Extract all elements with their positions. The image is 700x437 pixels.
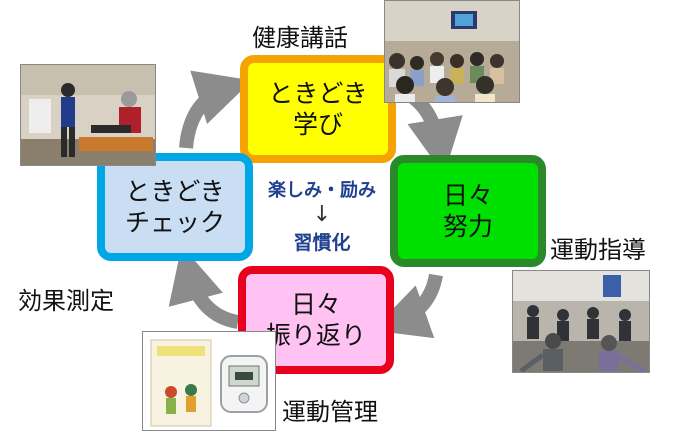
label-effect-measurement: 効果測定 bbox=[18, 281, 114, 316]
arrow-right-to-bottom bbox=[396, 275, 436, 322]
box-check-line2: チェック bbox=[125, 207, 225, 238]
photo-exercise bbox=[512, 270, 650, 373]
box-review-line1: 日々 bbox=[266, 289, 366, 320]
center-arrow: ↓ bbox=[262, 202, 382, 228]
label-exercise-management: 運動管理 bbox=[282, 392, 378, 427]
box-learning-line2: 学び bbox=[268, 109, 367, 140]
center-line1: 楽しみ・励み bbox=[262, 176, 382, 202]
photo-checkup bbox=[20, 64, 156, 166]
box-effort-line1: 日々 bbox=[443, 180, 493, 211]
box-learning-line1: ときどき bbox=[268, 78, 367, 109]
box-check-line1: ときどき bbox=[125, 176, 225, 207]
center-line2: 習慣化 bbox=[262, 228, 382, 255]
exercise-scene-icon bbox=[513, 271, 650, 373]
arrow-bottom-to-left bbox=[188, 270, 238, 322]
photo-logbook-pedometer bbox=[142, 331, 276, 431]
pedometer-icon bbox=[143, 332, 276, 431]
checkup-scene-icon bbox=[21, 65, 156, 166]
box-check: ときどき チェック bbox=[97, 153, 253, 261]
photo-lecture bbox=[384, 0, 520, 103]
box-effort-line2: 努力 bbox=[443, 211, 493, 242]
box-learning: ときどき 学び bbox=[240, 55, 396, 163]
label-health-talk: 健康講話 bbox=[252, 18, 348, 53]
lecture-scene-icon bbox=[385, 1, 520, 103]
label-exercise-guidance: 運動指導 bbox=[550, 230, 646, 265]
center-text: 楽しみ・励み ↓ 習慣化 bbox=[262, 176, 382, 255]
box-review-line2: 振り返り bbox=[266, 320, 366, 351]
box-effort: 日々 努力 bbox=[390, 155, 546, 267]
arrow-left-to-top bbox=[186, 88, 228, 148]
